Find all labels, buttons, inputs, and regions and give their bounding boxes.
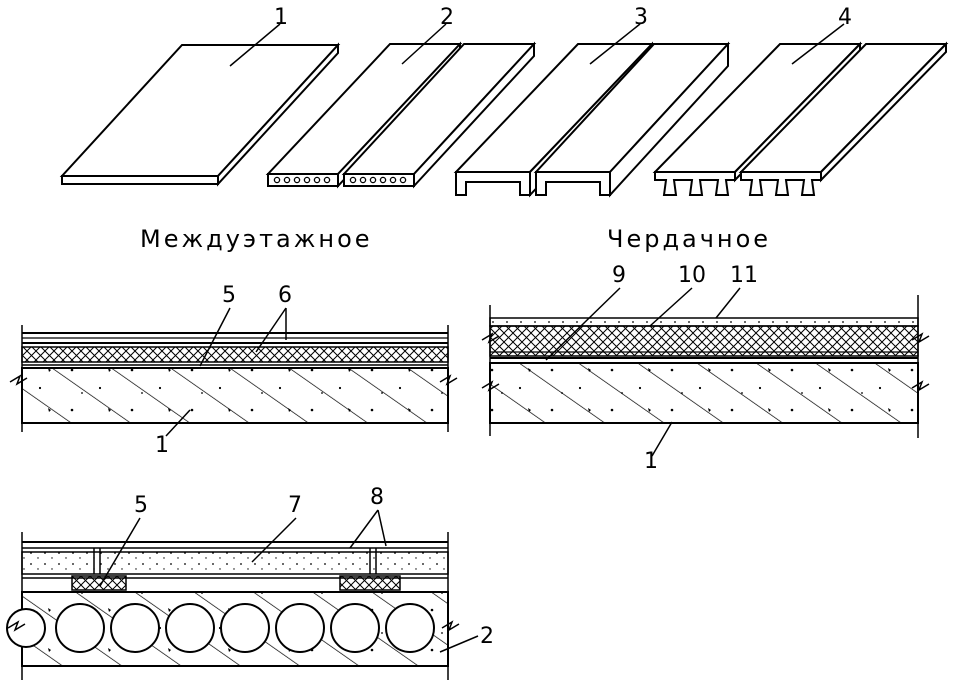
label-2: 2 [440,5,454,30]
section-attic [481,287,930,457]
label-1: 1 [274,5,288,30]
slab-solid [59,42,341,187]
label-10: 10 [678,263,706,288]
section-hollow-floor [6,509,479,680]
slab-channel [453,41,731,198]
label-11: 11 [730,263,758,288]
label-5: 5 [222,283,236,308]
hollow-voids [6,603,435,653]
label-section1-1: 1 [155,433,169,458]
slab-ribbed [652,41,949,196]
slab-hollow-core [265,41,537,189]
label-section3-2: 2 [480,624,494,649]
label-section2-1: 1 [644,449,658,474]
section-interfloor [9,307,458,437]
label-section3-5: 5 [134,493,148,518]
label-4: 4 [838,5,852,30]
label-6: 6 [278,283,292,308]
label-3: 3 [634,5,648,30]
label-7: 7 [288,493,302,518]
label-9: 9 [612,263,626,288]
label-8: 8 [370,485,384,510]
leaders-top [229,23,845,67]
title-attic: Чердачное [607,225,771,253]
title-interfloor: Междуэтажное [140,225,373,253]
